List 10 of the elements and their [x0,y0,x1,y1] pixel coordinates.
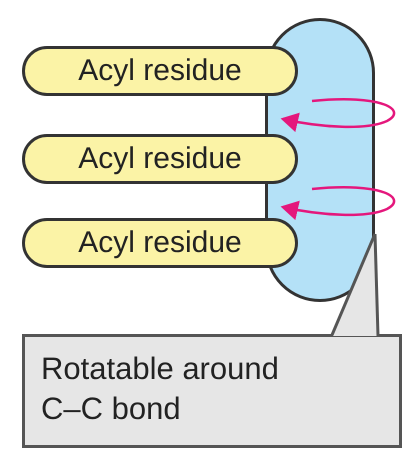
callout-text: Rotatable around C–C bond [41,350,280,428]
pill-label: Acyl residue [78,144,242,174]
acyl-pill [22,46,298,96]
pill-label: Acyl residue [78,228,242,258]
curved-arrow [280,98,396,132]
acyl-pill [22,218,298,268]
pill-label: Acyl residue [78,56,242,86]
acyl-pill [22,134,298,184]
curved-arrow [280,186,396,220]
callout-box [22,334,402,448]
